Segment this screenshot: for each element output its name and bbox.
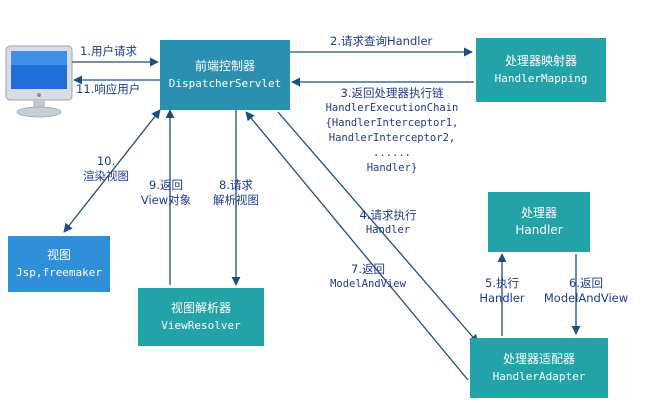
handler-adapter-node: 处理器适配器 HandlerAdapter xyxy=(470,338,608,398)
label-render-view: 10. 渲染视图 xyxy=(74,154,138,184)
label-render-view-line2: 渲染视图 xyxy=(83,169,129,183)
label-handler-return-line2: ModelAndView xyxy=(543,291,629,305)
label-return-chain-line3: {HandlerInterceptor1, xyxy=(325,117,459,129)
view-subtitle: Jsp,freemaker xyxy=(15,266,103,279)
handler-adapter-title: 处理器适配器 xyxy=(502,352,575,366)
label-execute-handler-line2: Handler xyxy=(479,291,525,305)
view-title: 视图 xyxy=(46,248,71,262)
dispatcher-servlet-node: 前端控制器 DispatcherServlet xyxy=(160,40,290,110)
label-request-execute-line1: 4.请求执行 xyxy=(359,208,417,222)
label-return-view-line2: View对象 xyxy=(140,193,192,207)
handler-mapping-title: 处理器映射器 xyxy=(504,54,577,68)
dispatcher-title: 前端控制器 xyxy=(194,59,255,73)
label-return-chain-line6: Handler} xyxy=(366,162,418,174)
label-request-resolve-line2: 解析视图 xyxy=(213,193,259,207)
label-request-execute: 4.请求执行 Handler xyxy=(348,208,428,238)
label-return-chain-line4: HandlerInterceptor2, xyxy=(328,132,456,144)
label-return-chain-line5: ...... xyxy=(373,147,411,159)
label-return-view-line1: 9.返回 xyxy=(149,178,183,192)
view-node: 视图 Jsp,freemaker xyxy=(8,236,110,292)
label-return-mav-line1: 7.返回 xyxy=(351,262,385,276)
label-response-user: 11.响应用户 xyxy=(76,82,141,96)
label-return-mav-line2: ModelAndView xyxy=(330,278,406,290)
dispatcher-subtitle: DispatcherServlet xyxy=(168,77,282,90)
label-request-execute-line2: Handler xyxy=(365,224,411,236)
label-return-chain-line2: HandlerExecutionChain xyxy=(325,102,459,114)
label-request-resolve: 8.请求 解析视图 xyxy=(206,178,266,208)
handler-mapping-node: 处理器映射器 HandlerMapping xyxy=(476,38,606,102)
handler-adapter-subtitle: HandlerAdapter xyxy=(492,370,586,383)
handler-subtitle: Handler xyxy=(515,223,563,237)
label-execute-handler-line1: 5.执行 xyxy=(485,276,519,290)
edge-return-modelandview xyxy=(245,111,469,381)
view-resolver-node: 视图解析器 ViewResolver xyxy=(138,288,264,346)
label-user-request: 1.用户请求 xyxy=(80,44,137,58)
label-query-handler: 2.请求查询Handler xyxy=(330,34,433,48)
label-return-view: 9.返回 View对象 xyxy=(134,178,198,208)
handler-mapping-subtitle: HandlerMapping xyxy=(494,72,588,85)
view-resolver-title: 视图解析器 xyxy=(170,301,231,315)
handler-title: 处理器 xyxy=(520,206,557,220)
label-render-view-line1: 10. xyxy=(96,154,116,168)
handler-node: 处理器 Handler xyxy=(488,192,590,252)
view-resolver-subtitle: ViewResolver xyxy=(161,319,241,332)
label-return-modelandview: 7.返回 ModelAndView xyxy=(320,262,416,292)
computer-monitor-icon xyxy=(5,45,73,118)
edge-request-execute xyxy=(277,111,479,344)
label-handler-return-line1: 6.返回 xyxy=(569,276,603,290)
label-return-chain: 3.返回处理器执行链 HandlerExecutionChain {Handle… xyxy=(312,86,472,176)
label-request-resolve-line1: 8.请求 xyxy=(219,178,253,192)
label-return-chain-line1: 3.返回处理器执行链 xyxy=(340,86,444,100)
label-handler-return: 6.返回 ModelAndView xyxy=(538,276,634,306)
edge-render-view xyxy=(63,109,161,233)
label-execute-handler: 5.执行 Handler xyxy=(474,276,530,306)
